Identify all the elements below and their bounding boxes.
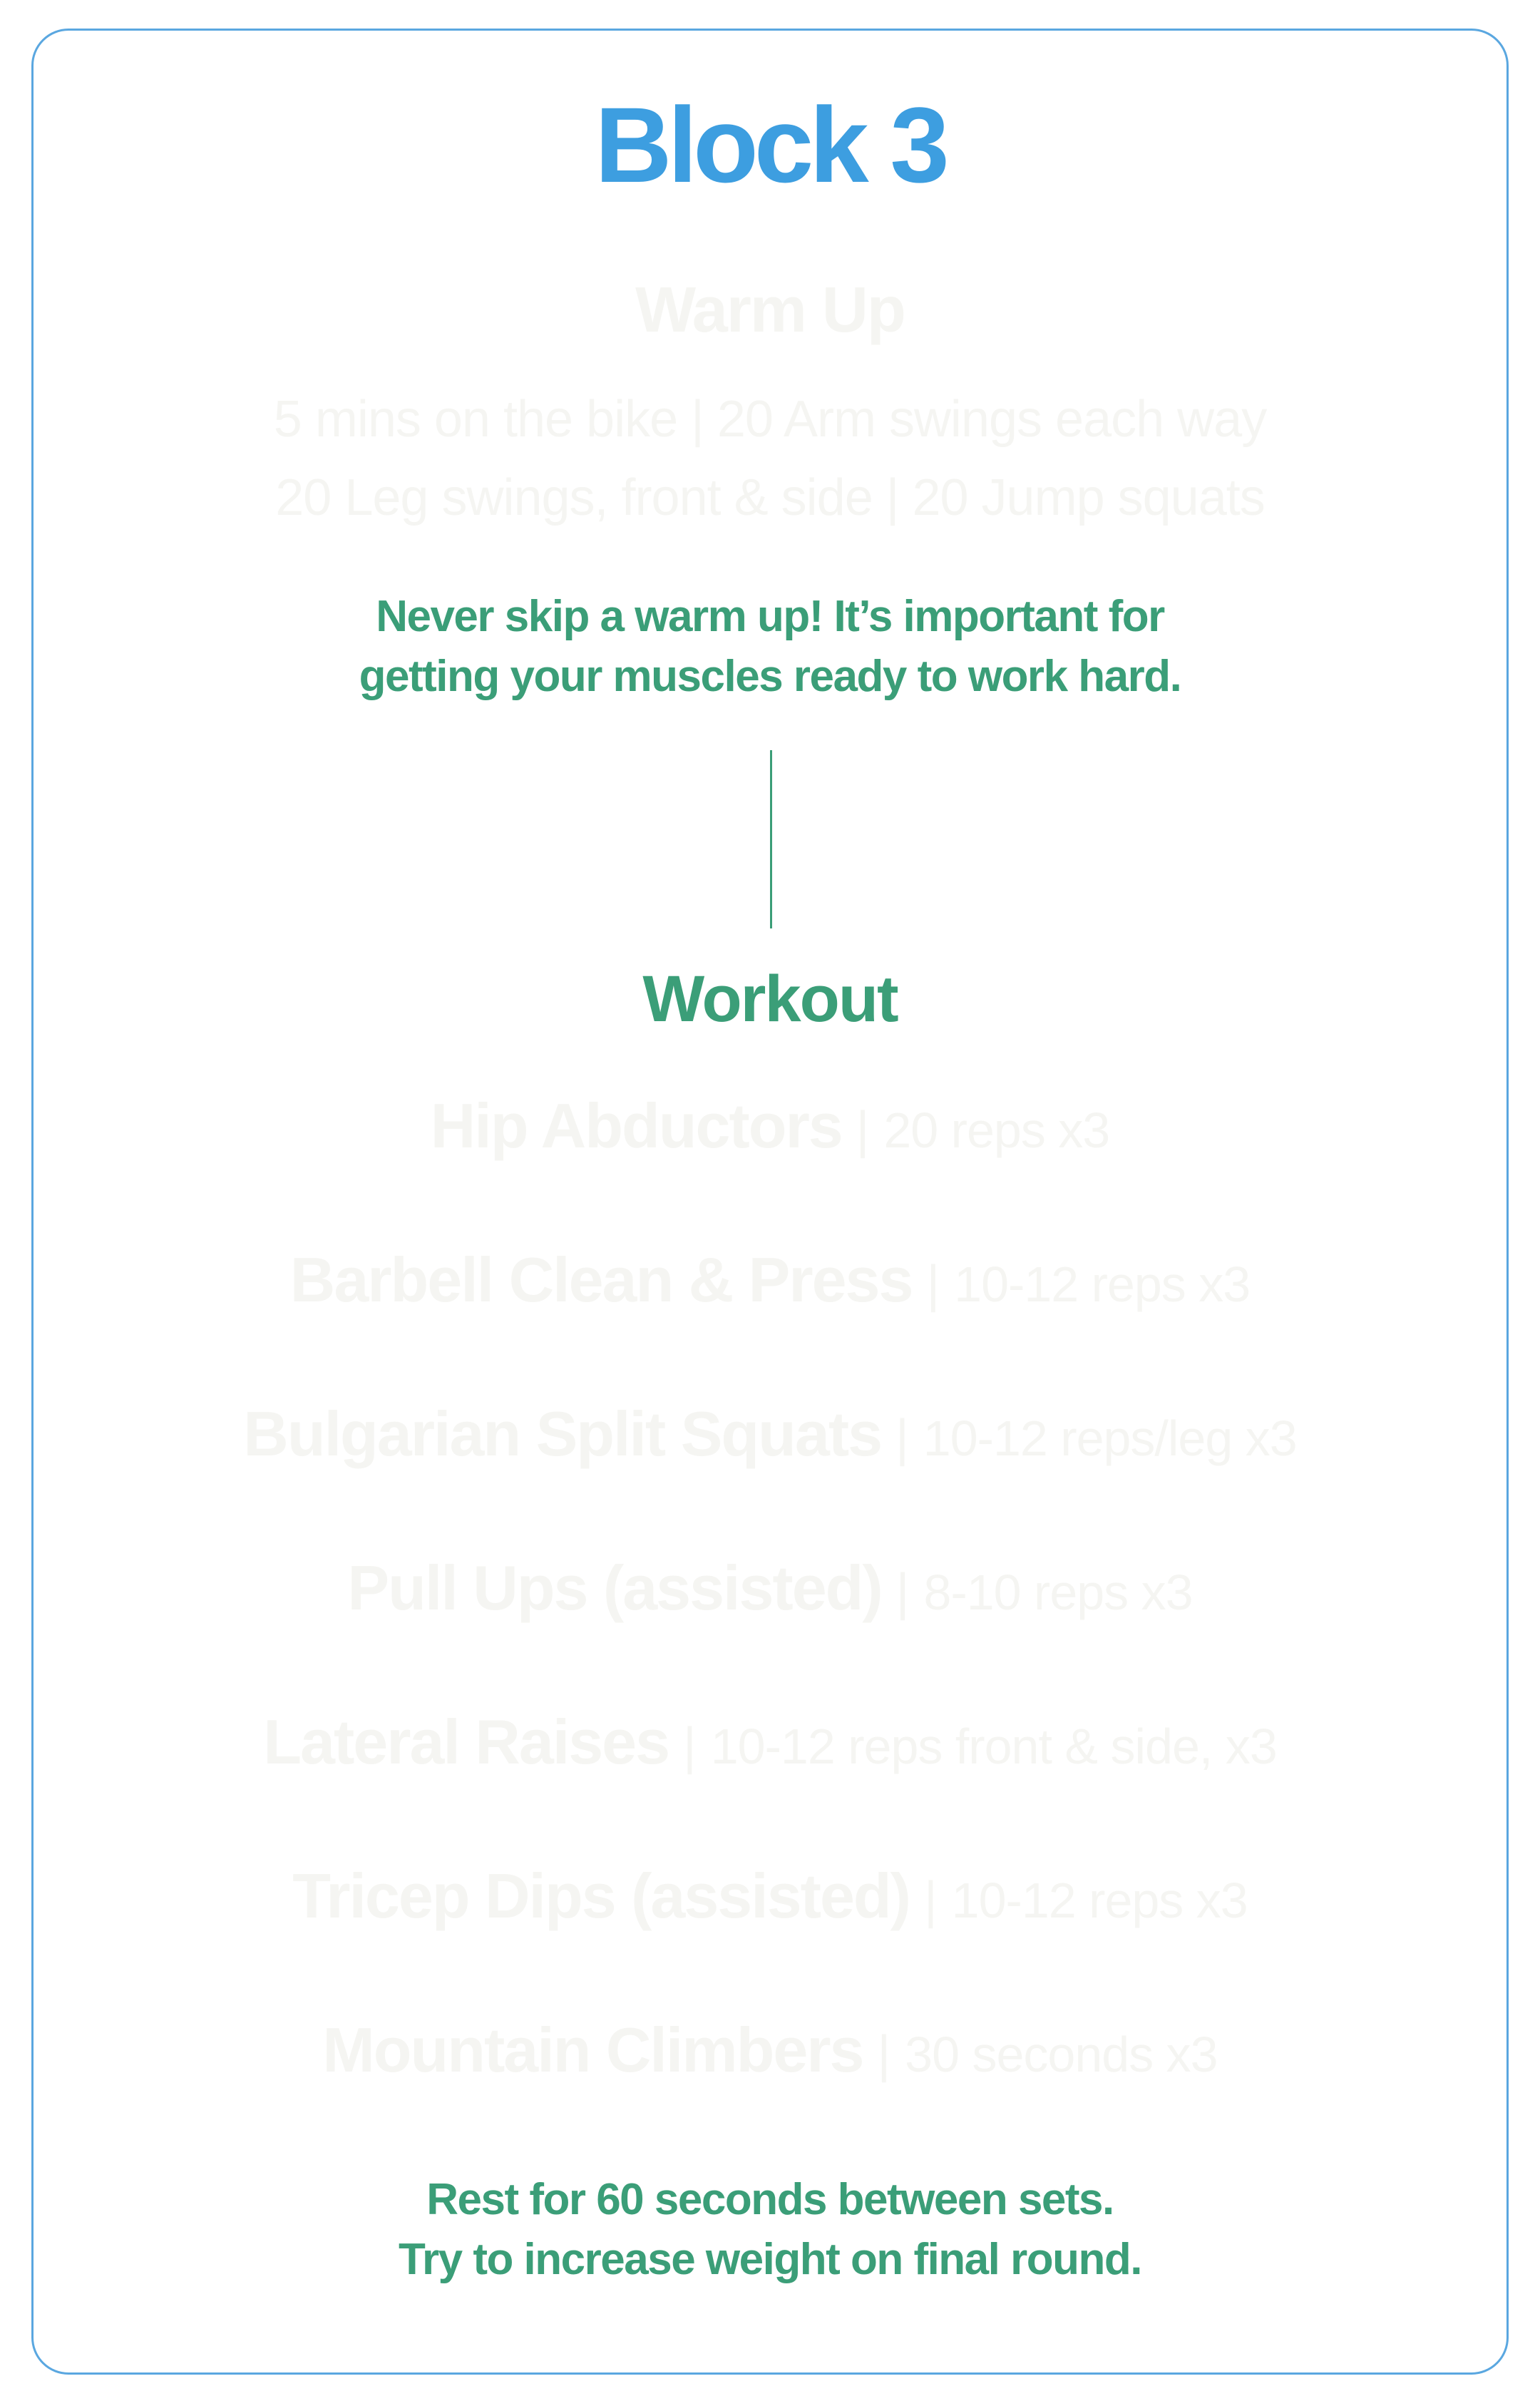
exercise-row: Pull Ups (assisted)|8-10 reps x3 [0, 1557, 1540, 1619]
exercise-name: Tricep Dips (assisted) [292, 1860, 911, 1931]
exercise-separator: | [877, 2026, 891, 2083]
exercise-name: Hip Abductors [430, 1090, 843, 1161]
exercise-name: Bulgarian Split Squats [243, 1398, 883, 1469]
exercise-detail: 10-12 reps x3 [954, 1256, 1251, 1312]
exercise-separator: | [895, 1410, 909, 1467]
warm-up-heading: Warm Up [635, 275, 906, 346]
warm-up-line-2: 20 Leg swings, front & side | 20 Jump sq… [275, 469, 1266, 526]
exercise-detail: 30 seconds x3 [905, 2027, 1218, 2082]
workout-footer-line-2: Try to increase weight on final round. [399, 2235, 1142, 2284]
block-title: Block 3 [595, 85, 950, 205]
workout-card [31, 29, 1509, 2375]
section-divider [770, 750, 772, 928]
warm-up-note-line-2: getting your muscles ready to work hard. [359, 652, 1182, 701]
warm-up-line-1: 5 mins on the bike | 20 Arm swings each … [273, 391, 1267, 448]
exercise-separator: | [895, 1564, 910, 1621]
exercise-detail: 8-10 reps x3 [923, 1565, 1193, 1620]
exercise-separator: | [856, 1102, 870, 1159]
exercise-row: Mountain Climbers|30 seconds x3 [0, 2019, 1540, 2082]
exercise-row: Lateral Raises|10-12 reps front & side, … [0, 1711, 1540, 1773]
exercise-row: Barbell Clean & Press|10-12 reps x3 [0, 1249, 1540, 1311]
exercise-name: Mountain Climbers [322, 2015, 864, 2085]
exercise-separator: | [926, 1256, 940, 1313]
exercise-detail: 10-12 reps x3 [951, 1873, 1248, 1928]
exercise-detail: 20 reps x3 [883, 1102, 1110, 1158]
workout-heading: Workout [642, 963, 898, 1035]
exercise-name: Pull Ups (assisted) [347, 1552, 883, 1623]
exercise-name: Barbell Clean & Press [289, 1244, 914, 1315]
exercise-row: Bulgarian Split Squats|10-12 reps/leg x3 [0, 1403, 1540, 1465]
exercise-row: Tricep Dips (assisted)|10-12 reps x3 [0, 1865, 1540, 1928]
exercise-name: Lateral Raises [263, 1706, 670, 1777]
exercise-detail: 10-12 reps front & side, x3 [710, 1719, 1278, 1774]
exercise-separator: | [683, 1718, 697, 1775]
exercise-detail: 10-12 reps/leg x3 [923, 1411, 1298, 1466]
workout-footer-line-1: Rest for 60 seconds between sets. [426, 2175, 1114, 2224]
warm-up-note-line-1: Never skip a warm up! It’s important for [376, 592, 1165, 641]
exercise-row: Hip Abductors|20 reps x3 [0, 1095, 1540, 1157]
exercise-separator: | [923, 1872, 938, 1929]
